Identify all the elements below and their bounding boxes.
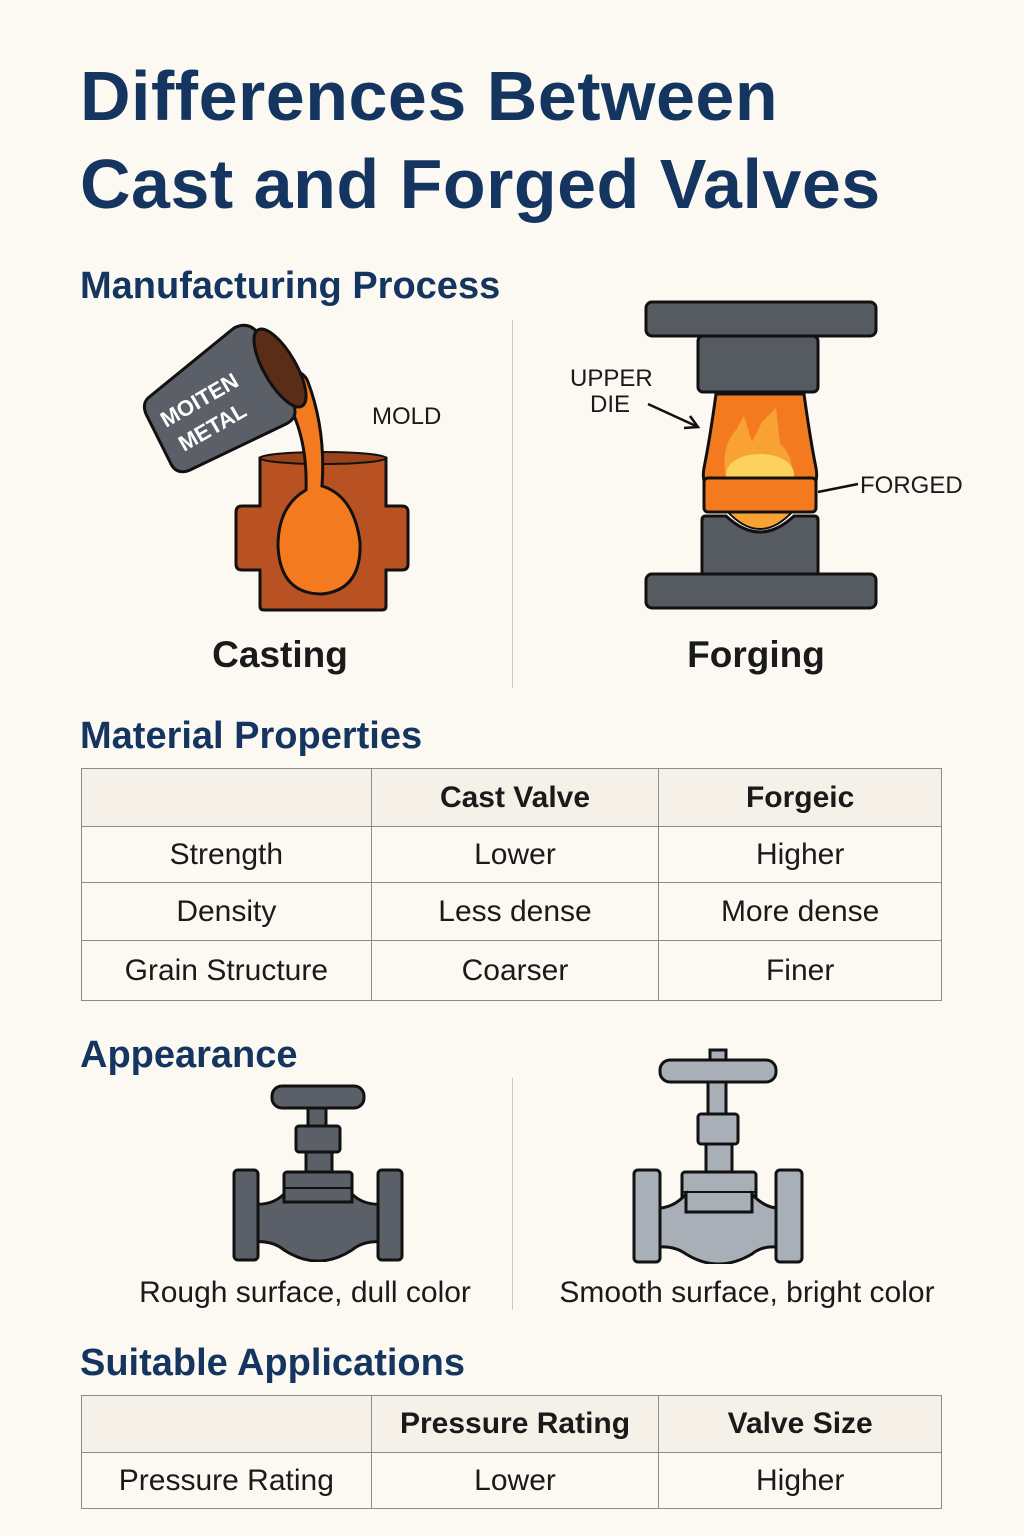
page-title-line2: Cast and Forged Valves	[80, 145, 881, 223]
casting-caption: Casting	[212, 634, 348, 675]
table-cell: Density	[81, 882, 372, 941]
upper-die-arrow-icon	[647, 402, 701, 430]
table-header-row: Pressure Rating Valve Size	[81, 1395, 942, 1453]
manufacturing-divider	[512, 320, 513, 688]
table-row: Strength Lower Higher	[81, 826, 942, 883]
press-bottom-plate	[644, 514, 878, 610]
material-properties-table: Cast Valve Forgeic Strength Lower Higher…	[81, 768, 942, 1001]
table-row: Grain Structure Coarser Finer	[81, 940, 942, 1001]
cast-appearance-description: Rough surface, dull color	[139, 1276, 471, 1309]
table-cell: Higher	[658, 826, 942, 883]
forged-arrow-icon	[817, 482, 859, 494]
table-header-cell: Cast Valve	[370, 768, 660, 827]
forged-label: FORGED	[860, 472, 963, 499]
table-header-cell	[81, 768, 372, 827]
molten-metal-stream	[267, 368, 362, 596]
press-top-plate	[644, 300, 878, 394]
table-cell: Strength	[81, 826, 372, 883]
table-cell: Lower	[370, 826, 660, 883]
forged-ring	[702, 476, 818, 514]
table-cell: Finer	[658, 940, 942, 1001]
table-cell: Lower	[370, 1452, 660, 1509]
cast-valve-icon	[232, 1084, 404, 1262]
casting-illustration: MOITEN METAL	[142, 323, 410, 612]
applications-heading: Suitable Applications	[80, 1342, 465, 1384]
material-properties-heading: Material Properties	[80, 715, 423, 757]
table-cell: Coarser	[370, 940, 660, 1001]
upper-die-label-line2: DIE	[589, 391, 630, 418]
page-title-line1: Differences Between	[80, 57, 779, 135]
upper-die-label-line1: UPPER	[570, 365, 653, 392]
table-row: Pressure Rating Lower Higher	[81, 1452, 942, 1509]
ladle-icon: MOITEN METAL	[142, 323, 308, 474]
manufacturing-heading: Manufacturing Process	[80, 265, 501, 307]
forged-appearance-description: Smooth surface, bright color	[559, 1276, 935, 1309]
table-header-cell	[81, 1395, 372, 1453]
table-cell: Pressure Rating	[81, 1452, 372, 1509]
forged-valve-icon	[632, 1048, 804, 1264]
forging-caption: Forging	[687, 634, 825, 675]
mold-label: MOLD	[372, 403, 442, 430]
applications-table: Pressure Rating Valve Size Pressure Rati…	[81, 1395, 942, 1509]
table-row: Density Less dense More dense	[81, 882, 942, 941]
forging-illustration	[644, 300, 878, 610]
table-cell: Higher	[658, 1452, 942, 1509]
upper-die-label: UPPER DIE	[570, 365, 653, 418]
table-header-row: Cast Valve Forgeic	[81, 768, 942, 827]
page-title: Differences Between Cast and Forged Valv…	[80, 52, 980, 228]
table-cell: Grain Structure	[81, 940, 372, 1001]
appearance-heading: Appearance	[80, 1034, 298, 1076]
appearance-divider	[512, 1078, 513, 1310]
table-cell: More dense	[658, 882, 942, 941]
table-header-cell: Valve Size	[658, 1395, 942, 1453]
table-cell: Less dense	[370, 882, 660, 941]
table-header-cell: Forgeic	[658, 768, 942, 827]
table-header-cell: Pressure Rating	[370, 1395, 660, 1453]
